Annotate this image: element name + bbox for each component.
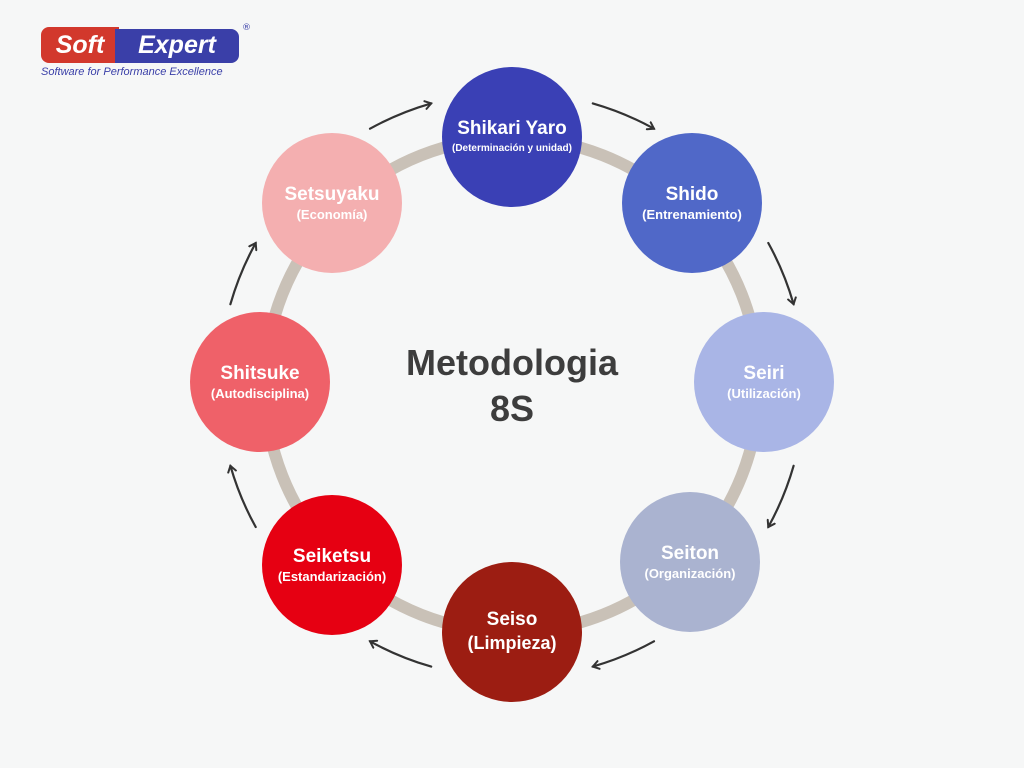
step-node-7: Shitsuke(Autodisciplina)	[190, 312, 330, 452]
step-name: Seiton	[660, 542, 720, 564]
softexpert-logo: Soft Expert ® Software for Performance E…	[41, 23, 251, 83]
step-description: (Economía)	[296, 206, 368, 222]
cycle-arrow-icon	[368, 100, 433, 130]
logo-registered-mark: ®	[242, 23, 251, 33]
cycle-arrow-icon	[229, 241, 258, 306]
logo-tagline: Software for Performance Excellence	[41, 66, 223, 78]
step-node-4: Seiton(Organización)	[620, 492, 760, 632]
step-name: Shikari Yaro	[457, 117, 567, 139]
step-name: Shitsuke	[220, 362, 300, 384]
step-description: (Organización)	[644, 565, 736, 581]
logo-expert: Expert	[115, 29, 239, 63]
step-node-2: Shido(Entrenamiento)	[622, 133, 762, 273]
step-node-8: Setsuyaku(Economía)	[262, 133, 402, 273]
step-node-1: Shikari Yaro (Determinación y unidad)	[442, 67, 582, 207]
step-node-6: Seiketsu(Estandarización)	[262, 495, 402, 635]
cycle-arrow-icon	[591, 640, 656, 670]
title-line-1: Metodologia	[406, 342, 618, 383]
step-description: (Utilización)	[727, 385, 801, 401]
cycle-arrow-icon	[766, 464, 795, 529]
step-description: (Determinación y unidad)	[451, 142, 572, 154]
step-node-3: Seiri(Utilización)	[694, 312, 834, 452]
step-name: Setsuyaku	[284, 183, 380, 205]
step-name: Seiketsu	[292, 545, 372, 567]
cycle-arrow-icon	[591, 102, 656, 131]
cycle-arrow-icon	[227, 464, 257, 529]
step-description: (Estandarización)	[277, 568, 387, 584]
step-description: (Autodisciplina)	[210, 385, 310, 401]
cycle-arrow-icon	[767, 241, 797, 306]
step-name: Shido	[665, 183, 719, 205]
step-description: (Limpieza)	[467, 633, 557, 653]
cycle-arrow-icon	[368, 639, 433, 668]
step-description: (Entrenamiento)	[642, 206, 742, 222]
step-name: Seiso	[486, 609, 538, 630]
logo-soft: Soft	[41, 27, 119, 63]
title-line-2: 8S	[489, 388, 535, 429]
step-name: Seiri	[743, 362, 785, 384]
step-node-5: Seiso (Limpieza)	[442, 562, 582, 702]
diagram-title: Metodologia 8S	[362, 340, 662, 432]
